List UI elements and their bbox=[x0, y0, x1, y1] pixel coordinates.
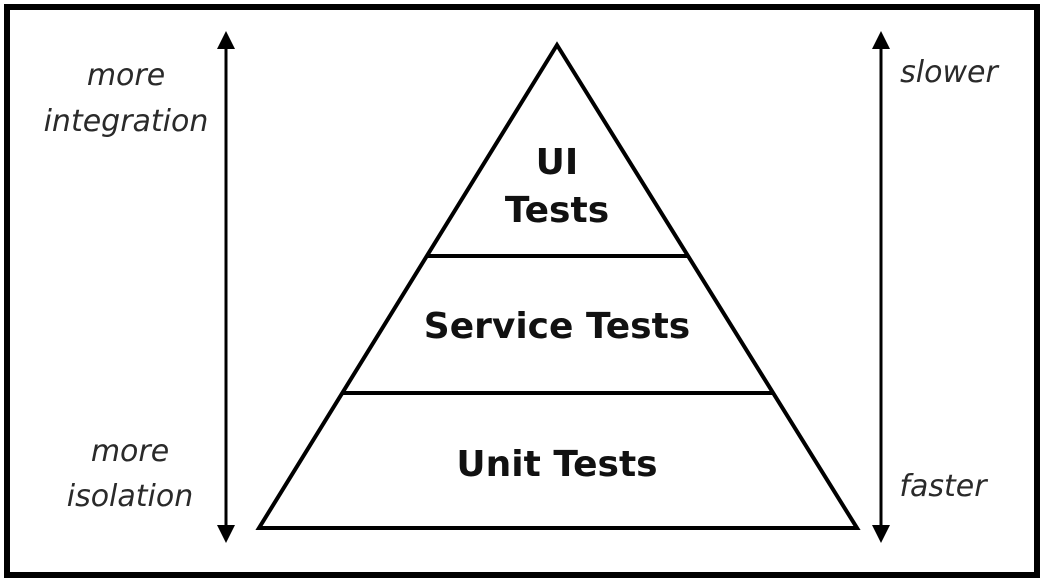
right-top-label: slower bbox=[900, 55, 999, 90]
right-bottom-label: faster bbox=[899, 469, 988, 504]
layer-ui-line-2: Tests bbox=[505, 190, 609, 231]
left-top-label-line-1: more bbox=[87, 58, 165, 93]
layer-ui-line-1: UI bbox=[536, 142, 579, 183]
left-bottom-label-line-2: isolation bbox=[67, 479, 194, 514]
pyramid-triangle bbox=[255, 41, 861, 530]
layer-service-label: Service Tests bbox=[424, 306, 690, 347]
left-top-label-line-2: integration bbox=[44, 104, 209, 139]
layer-unit-label: Unit Tests bbox=[456, 444, 657, 485]
left-bottom-label-line-1: more bbox=[91, 434, 169, 469]
